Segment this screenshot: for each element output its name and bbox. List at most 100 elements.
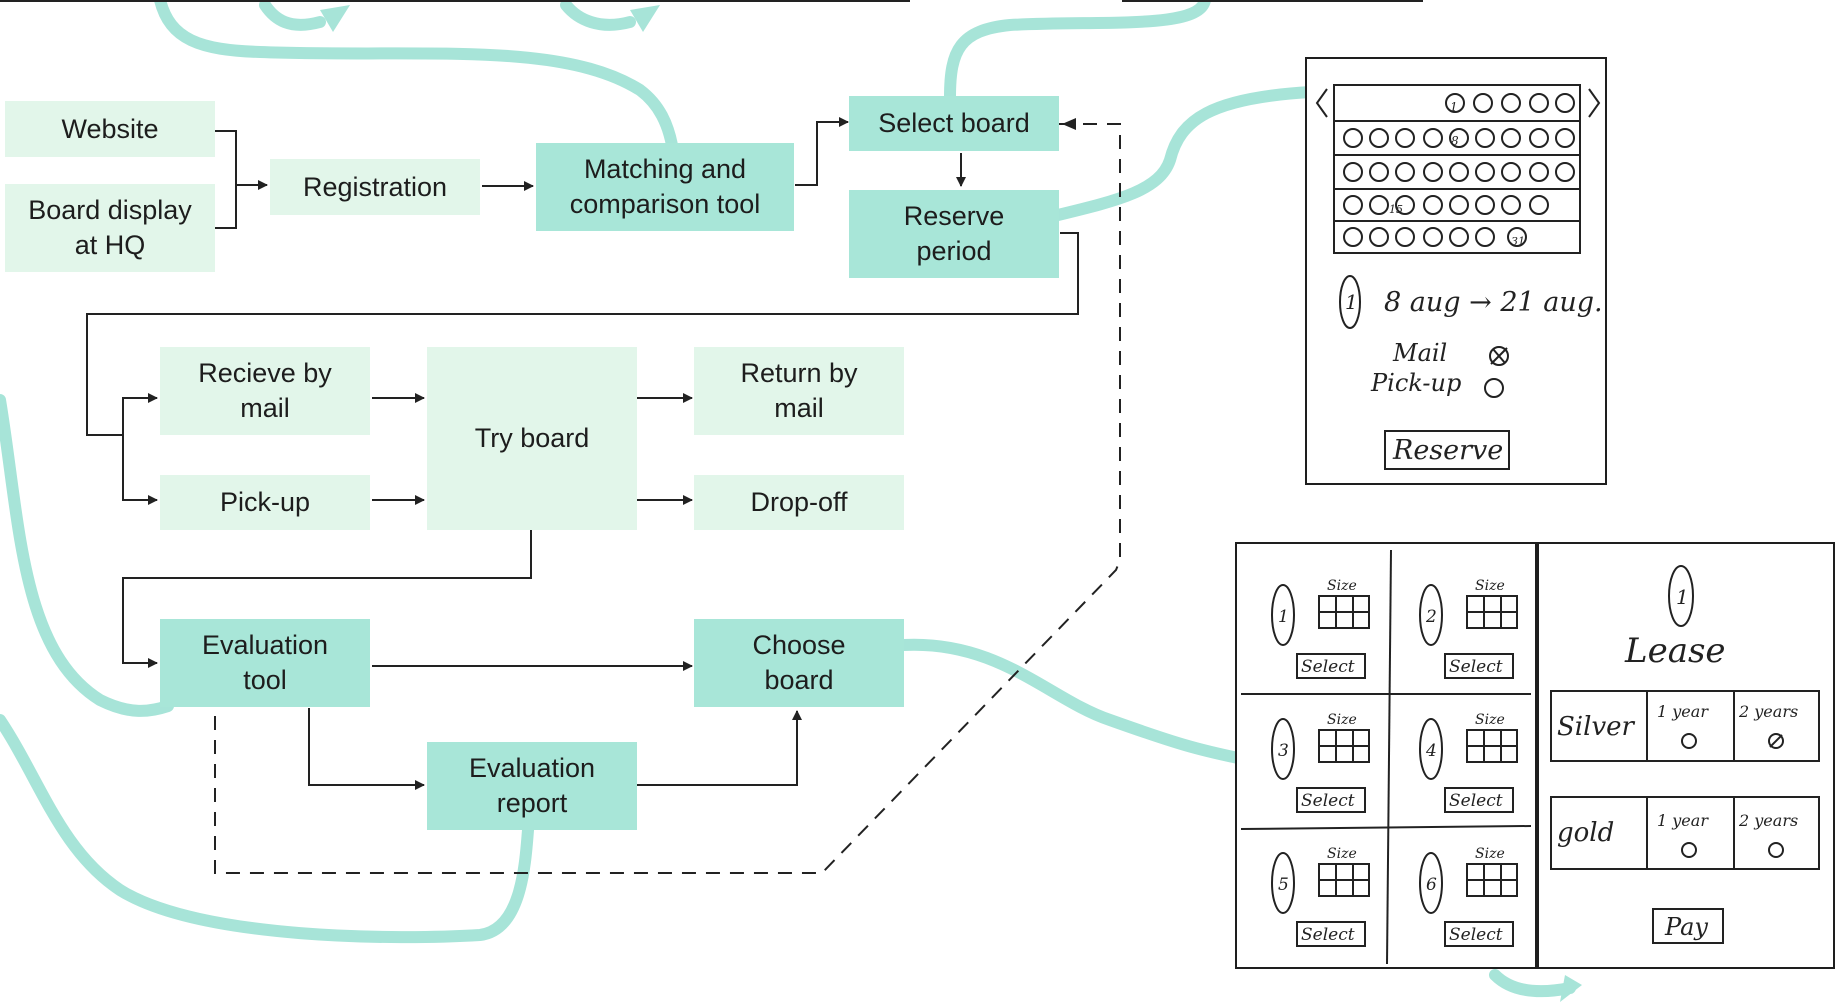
select-button-label: Select	[1301, 657, 1355, 677]
reserve-date-range: 8 aug → 21 aug.	[1384, 287, 1603, 318]
reserve-option-mail: Mail	[1392, 339, 1447, 367]
calendar-day-circle	[1473, 93, 1493, 113]
calendar-day-circle	[1343, 195, 1363, 215]
select-board-number: 4	[1425, 741, 1437, 761]
select-button-label: Select	[1449, 657, 1503, 677]
node-pick-up: Pick-up	[160, 475, 370, 530]
node-reserve-period: Reserve period	[849, 190, 1059, 278]
node-website: Website	[5, 101, 215, 157]
calendar-day-circle	[1343, 227, 1363, 247]
teal-journey-curves	[0, 0, 1576, 998]
node-return-by-mail-label: Return by mail	[740, 358, 858, 423]
calendar-day-circle	[1395, 195, 1415, 215]
select-size-label: Size	[1327, 846, 1357, 862]
select-board-number: 3	[1278, 741, 1289, 761]
calendar-day-circle	[1449, 128, 1469, 148]
calendar-mark-1: 1	[1450, 100, 1458, 114]
calendar-day-circle	[1501, 195, 1521, 215]
calendar-day-circle	[1343, 162, 1363, 182]
reserve-option-pickup: Pick-up	[1370, 369, 1461, 397]
node-select-board: Select board	[849, 96, 1059, 151]
node-drop-off: Drop-off	[694, 475, 904, 530]
lease-tier-silver: Silver	[1557, 712, 1636, 742]
node-matching-tool: Matching and comparison tool	[536, 143, 794, 231]
select-button-label: Select	[1301, 925, 1355, 945]
node-website-label: Website	[61, 113, 159, 144]
calendar-day-circle	[1369, 227, 1389, 247]
sketch-reserve-screen: 1 8 15 31 1 8 aug → 21 aug. Mail Pick-up…	[1305, 57, 1607, 485]
lease-board-number: 1	[1676, 585, 1689, 609]
calendar-day-circle	[1423, 162, 1443, 182]
calendar-day-circle	[1423, 227, 1443, 247]
node-receive-by-mail-label: Recieve by mail	[198, 358, 332, 423]
select-size-label: Size	[1475, 578, 1505, 594]
calendar-mark-31: 31	[1511, 235, 1525, 248]
calendar-day-circles	[1343, 93, 1575, 247]
calendar-day-circle	[1475, 227, 1495, 247]
node-pick-up-label: Pick-up	[219, 487, 311, 517]
calendar-day-circle	[1501, 128, 1521, 148]
calendar-day-circle	[1423, 128, 1443, 148]
node-evaluation-report: Evaluation report	[427, 742, 637, 830]
select-button-label: Select	[1301, 791, 1355, 811]
calendar-day-circle	[1369, 195, 1389, 215]
calendar-day-circle	[1395, 128, 1415, 148]
node-try-board: Try board	[427, 347, 637, 530]
calendar-day-circle	[1501, 93, 1521, 113]
node-choose-board-label: Choose board	[752, 630, 846, 695]
node-registration-label: Registration	[302, 171, 448, 202]
calendar-day-circle	[1501, 162, 1521, 182]
calendar-day-circle	[1369, 162, 1389, 182]
calendar-day-circle	[1529, 128, 1549, 148]
node-receive-by-mail: Recieve by mail	[160, 347, 370, 435]
lease-sketch-drawing: 1 Lease Silver 1 year 2 years gold 1 yea…	[1550, 565, 1820, 944]
lease-gold-2years: 2 years	[1738, 811, 1798, 830]
pay-button-outline	[1652, 908, 1724, 944]
calendar-day-circle	[1475, 162, 1495, 182]
node-board-display-label: Board display at HQ	[28, 195, 192, 260]
node-board-display: Board display at HQ	[5, 184, 215, 272]
calendar-day-circle	[1369, 128, 1389, 148]
calendar-day-circle	[1529, 93, 1549, 113]
calendar-day-circle	[1449, 195, 1469, 215]
select-size-label: Size	[1475, 846, 1505, 862]
flow-connectors	[86, 117, 1121, 874]
select-board-number: 5	[1278, 875, 1289, 895]
select-size-label: Size	[1327, 578, 1357, 594]
node-evaluation-report-label: Evaluation report	[468, 753, 596, 818]
dashed-return-arrowhead	[1062, 118, 1076, 130]
select-button-label: Select	[1449, 925, 1503, 945]
node-choose-board: Choose board	[694, 619, 904, 707]
sketch-lease-screen: 1 Lease Silver 1 year 2 years gold 1 yea…	[1537, 542, 1835, 969]
select-board-number: 2	[1425, 607, 1437, 627]
lease-silver-1year: 1 year	[1657, 702, 1709, 721]
node-evaluation-tool: Evaluation tool	[160, 619, 370, 707]
node-drop-off-label: Drop-off	[750, 487, 848, 517]
lease-title: Lease	[1624, 631, 1726, 671]
calendar-day-circle	[1529, 195, 1549, 215]
calendar-day-circle	[1445, 93, 1465, 113]
calendar-day-circle	[1555, 93, 1575, 113]
reserve-board-number: 1	[1345, 290, 1358, 314]
calendar-day-circle	[1507, 227, 1527, 247]
node-matching-tool-label: Matching and comparison tool	[569, 154, 761, 219]
calendar-day-circle	[1475, 195, 1495, 215]
select-board-number: 6	[1426, 875, 1437, 895]
lease-gold-1year: 1 year	[1657, 811, 1709, 830]
node-evaluation-tool-label: Evaluation tool	[201, 630, 329, 695]
calendar-day-circle	[1395, 227, 1415, 247]
reserve-button-label: Reserve	[1392, 435, 1503, 466]
reserve-button-outline	[1384, 430, 1510, 470]
lease-silver-2years: 2 years	[1738, 702, 1798, 721]
calendar-day-circle	[1449, 162, 1469, 182]
